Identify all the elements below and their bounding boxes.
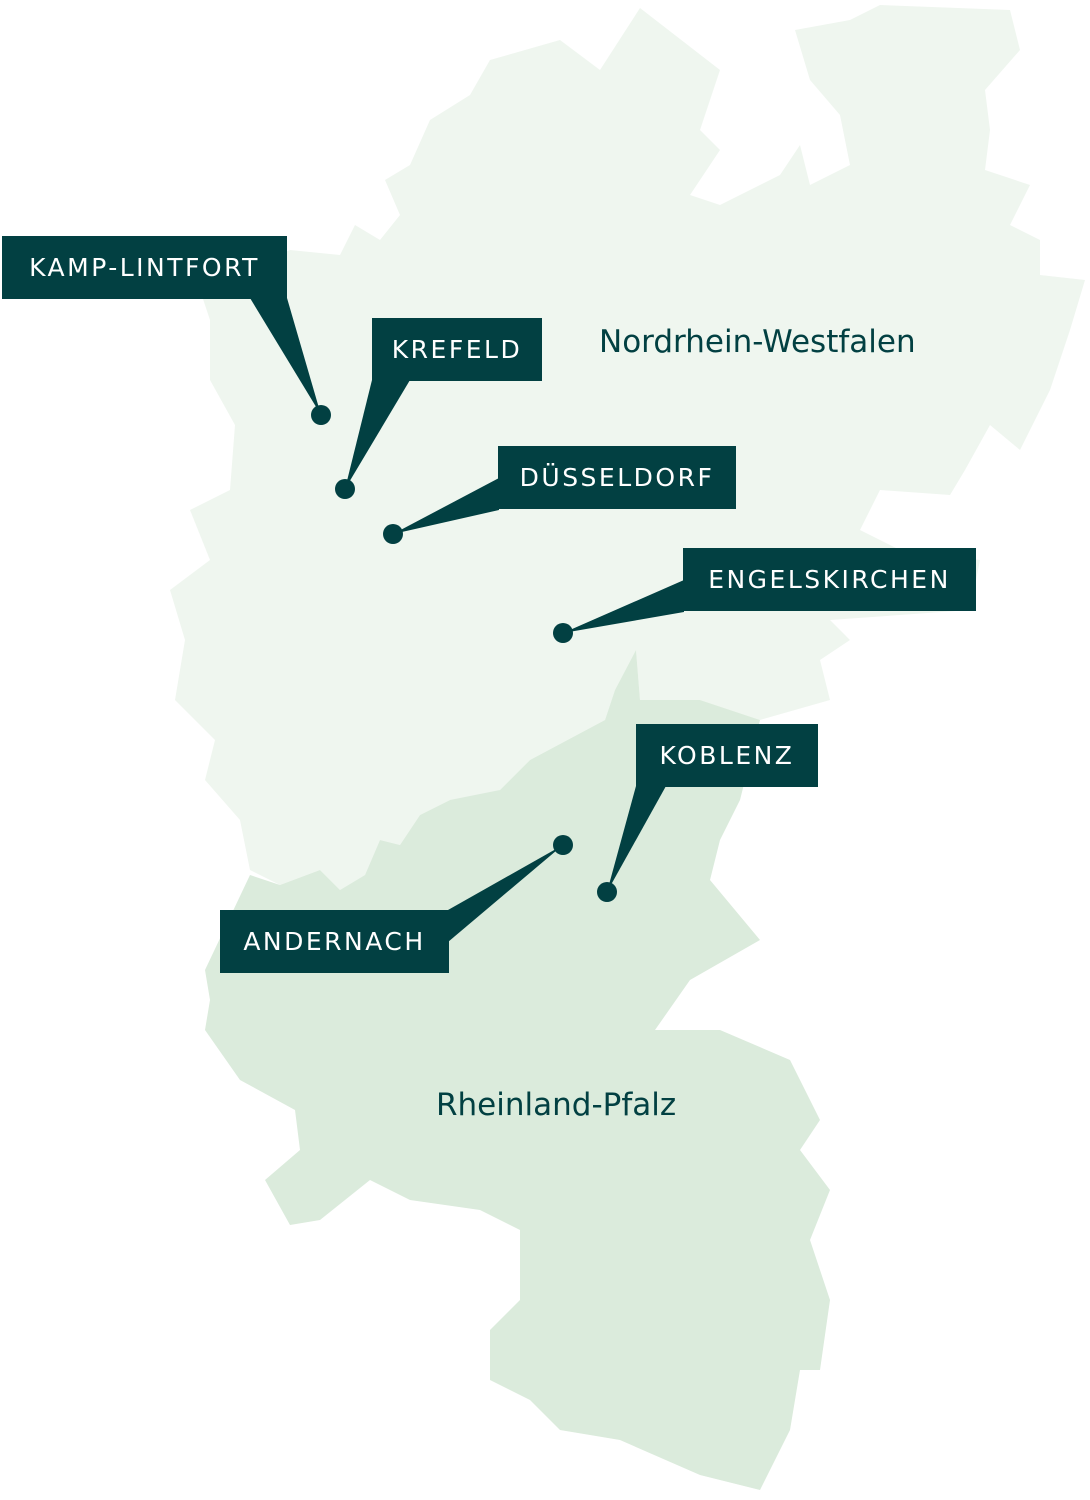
pointer-duesseldorf xyxy=(393,478,499,534)
city-label-duesseldorf[interactable]: DÜSSELDORF xyxy=(498,446,736,509)
marker-koblenz[interactable] xyxy=(597,882,617,902)
marker-duesseldorf[interactable] xyxy=(383,524,403,544)
pointer-kamp-lintfort xyxy=(250,298,321,415)
city-label-engelskirchen[interactable]: ENGELSKIRCHEN xyxy=(683,548,976,611)
city-label-koblenz[interactable]: KOBLENZ xyxy=(636,724,818,787)
marker-krefeld[interactable] xyxy=(335,479,355,499)
city-label-kamp-lintfort[interactable]: KAMP-LINTFORT xyxy=(2,236,287,299)
pointer-andernach xyxy=(448,845,563,942)
marker-andernach[interactable] xyxy=(553,835,573,855)
region-label-rheinland-pfalz: Rheinland-Pfalz xyxy=(436,1087,677,1123)
pointer-koblenz xyxy=(607,786,666,892)
region-shape-rheinland-pfalz[interactable] xyxy=(205,650,830,1490)
pointer-krefeld xyxy=(345,380,410,489)
city-label-andernach[interactable]: ANDERNACH xyxy=(220,910,449,973)
city-label-krefeld[interactable]: KREFELD xyxy=(372,318,542,381)
pointer-engelskirchen xyxy=(563,580,684,633)
marker-engelskirchen[interactable] xyxy=(553,623,573,643)
marker-kamp-lintfort[interactable] xyxy=(311,405,331,425)
region-label-nordrhein-westfalen: Nordrhein-Westfalen xyxy=(599,324,916,360)
